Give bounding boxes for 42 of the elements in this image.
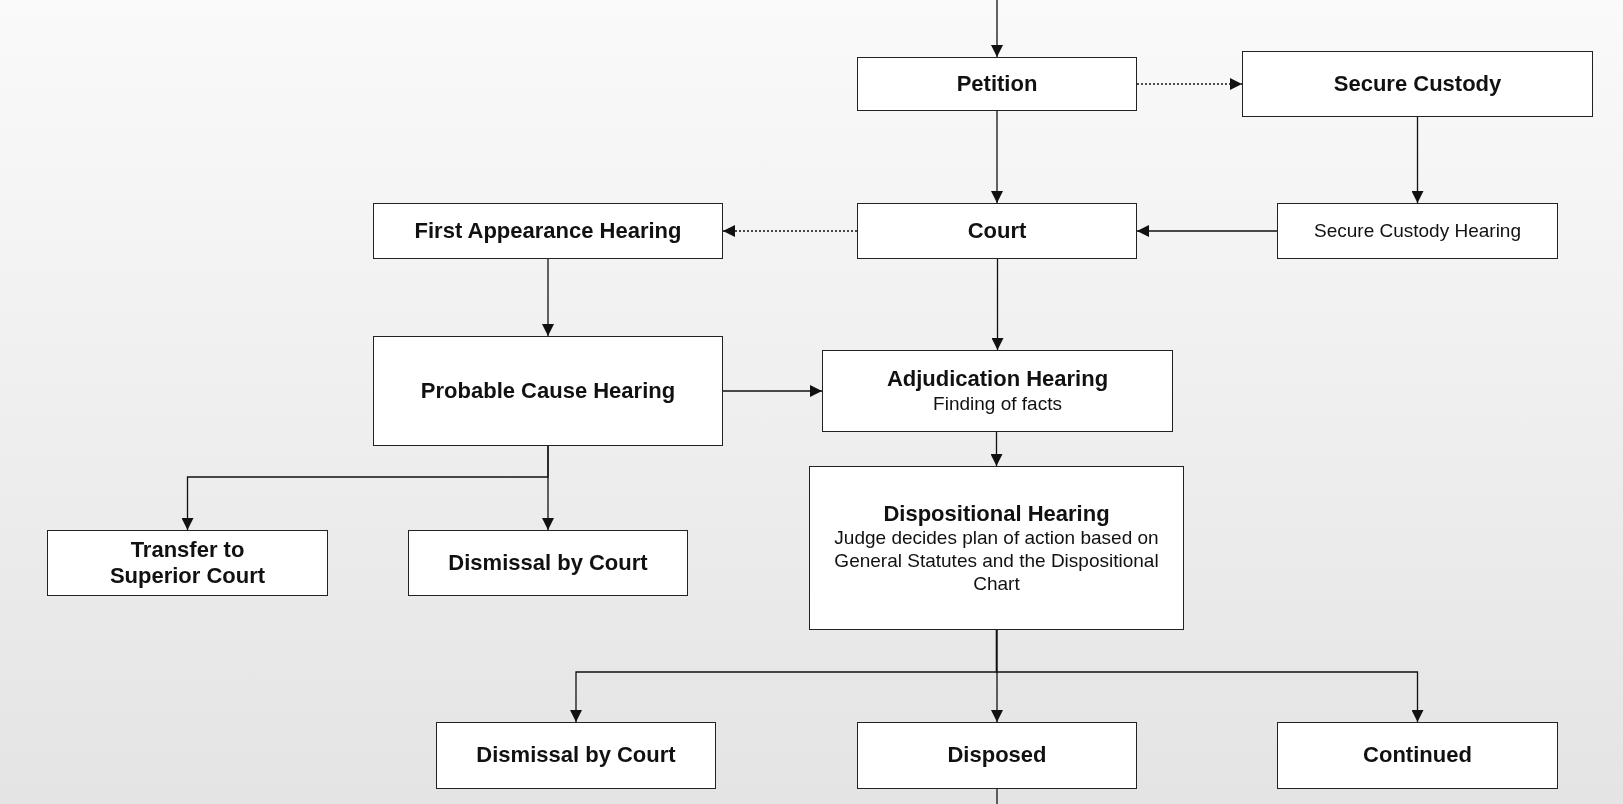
- step-description: Judge decides plan of action based on General Statutes and the Dispositional Chart: [833, 527, 1160, 596]
- arrow: [991, 258, 1004, 351]
- step-title: Continued: [1363, 742, 1472, 769]
- process-box: [373, 336, 723, 446]
- process-box: [809, 466, 1184, 630]
- arrow: [1411, 116, 1424, 204]
- process-box: [857, 722, 1137, 789]
- process-box: [373, 203, 723, 259]
- arrow: [991, 110, 1003, 204]
- process-box: [408, 530, 688, 596]
- process-box: [822, 350, 1173, 432]
- step-title: Petition: [956, 70, 1038, 98]
- arrow: [542, 258, 554, 337]
- arrow: [542, 445, 554, 531]
- process-box: [1277, 722, 1558, 789]
- arrow: [995, 629, 1424, 723]
- step-title: Transfer to Superior Court: [108, 536, 267, 590]
- step-title: Dispositional Hearing: [883, 500, 1110, 527]
- step-description: Finding of facts: [933, 392, 1062, 416]
- arrow: [722, 385, 823, 397]
- step-title: Adjudication Hearing: [886, 366, 1109, 393]
- step-title: Court: [967, 217, 1027, 245]
- step-title: Dismissal by Court: [448, 549, 648, 577]
- step-title: Probable Cause Hearing: [420, 377, 676, 405]
- process-box: [1242, 51, 1593, 117]
- arrow: [722, 225, 858, 237]
- process-box: [47, 530, 328, 596]
- step-title: First Appearance Hearing: [414, 217, 682, 245]
- process-box: [1277, 203, 1558, 259]
- arrow: [1136, 225, 1278, 237]
- arrow: [991, 629, 1003, 723]
- connector-line: [996, 788, 998, 804]
- arrow: [991, 0, 1003, 58]
- arrow: [1136, 78, 1243, 90]
- step-title: Secure Custody Hearing: [1314, 219, 1521, 243]
- step-title: Secure Custody: [1333, 70, 1502, 98]
- step-title: Disposed: [947, 742, 1047, 769]
- process-box: [436, 722, 716, 789]
- step-title: Dismissal by Court: [476, 742, 676, 769]
- process-box: [857, 203, 1137, 259]
- arrow: [990, 431, 1003, 467]
- process-box: [857, 57, 1137, 111]
